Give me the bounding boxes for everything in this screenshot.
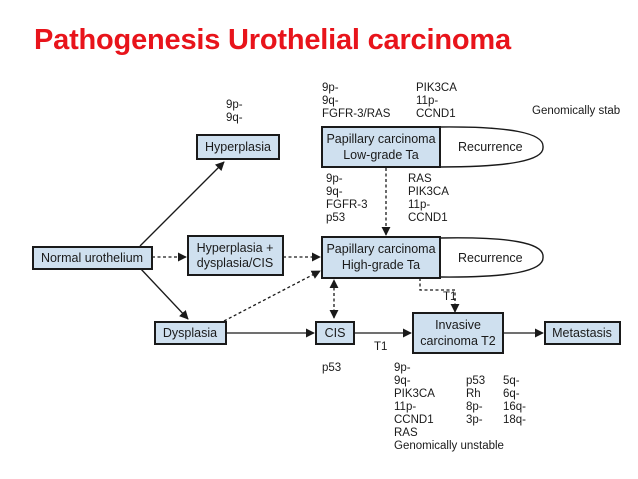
svg-text:9p-: 9p- [322, 82, 339, 94]
svg-text:PIK3CA: PIK3CA [394, 388, 435, 400]
svg-text:9q-: 9q- [322, 95, 339, 107]
svg-text:9q-: 9q- [326, 186, 343, 198]
svg-text:PIK3CA: PIK3CA [416, 82, 457, 94]
svg-text:CCND1: CCND1 [394, 414, 434, 426]
edge-label-t1-cis: T1 [374, 341, 387, 353]
annotation-low-grade-right: PIK3CA 11p- CCND1 [416, 82, 457, 120]
node-normal-urothelium: Normal urothelium [32, 246, 153, 270]
svg-text:High-grade Ta: High-grade Ta [342, 258, 420, 272]
page-title: Pathogenesis Urothelial carcinoma [34, 24, 511, 56]
svg-text:Dysplasia: Dysplasia [163, 326, 217, 340]
svg-text:3p-: 3p- [466, 414, 483, 426]
svg-text:Genomically unstable: Genomically unstable [394, 440, 504, 452]
annotation-hyperplasia: 9p- 9q- [226, 99, 243, 124]
annotation-genomically-stable: Genomically stab [532, 105, 620, 117]
svg-text:CIS: CIS [325, 326, 346, 340]
svg-text:Low-grade Ta: Low-grade Ta [343, 148, 419, 162]
edge-normal-hyperplasia [139, 161, 225, 247]
annotation-low-grade-left: 9p- 9q- FGFR-3/RAS [322, 82, 391, 120]
svg-text:RAS: RAS [408, 173, 432, 185]
annotation-high-grade-left: 9p- 9q- FGFR-3 p53 [326, 173, 368, 224]
edge-dysplasia-high [223, 270, 321, 322]
svg-text:11p-: 11p- [416, 95, 438, 107]
recurrence-high-oval [439, 237, 544, 278]
svg-text:9p-: 9p- [226, 99, 243, 111]
svg-text:carcinoma T2: carcinoma T2 [420, 334, 496, 348]
annotation-high-grade-right: RAS PIK3CA 11p- CCND1 [408, 173, 449, 224]
node-cis: CIS [315, 321, 355, 345]
annotation-cis: p53 [322, 362, 341, 374]
node-papillary-low-grade: Papillary carcinoma Low-grade Ta [321, 126, 441, 168]
recurrence-low-oval [439, 126, 544, 168]
node-papillary-high-grade: Papillary carcinoma High-grade Ta [321, 236, 441, 279]
svg-text:9q-: 9q- [394, 375, 411, 387]
svg-text:6q-: 6q- [503, 388, 520, 400]
edge-normal-dysplasia [139, 267, 189, 320]
edge-high-invasive [419, 278, 460, 313]
svg-text:PIK3CA: PIK3CA [408, 186, 449, 198]
node-hyperplasia-dysplasia: Hyperplasia + dysplasia/CIS [187, 235, 284, 276]
recurrence-high-label: Recurrence [458, 251, 523, 265]
svg-text:9p-: 9p- [394, 362, 411, 374]
svg-text:11p-: 11p- [394, 401, 416, 413]
svg-text:Papillary carcinoma: Papillary carcinoma [326, 132, 435, 146]
node-hyperplasia: Hyperplasia [196, 134, 280, 160]
svg-text:Normal urothelium: Normal urothelium [41, 251, 143, 265]
svg-text:Invasive: Invasive [435, 318, 481, 332]
svg-text:FGFR-3: FGFR-3 [326, 199, 368, 211]
svg-text:11p-: 11p- [408, 199, 430, 211]
svg-text:8p-: 8p- [466, 401, 483, 413]
svg-text:p53: p53 [326, 212, 345, 224]
svg-text:Hyperplasia: Hyperplasia [205, 140, 271, 154]
svg-text:dysplasia/CIS: dysplasia/CIS [197, 256, 273, 270]
svg-text:Metastasis: Metastasis [552, 326, 612, 340]
svg-text:16q-: 16q- [503, 401, 526, 413]
edge-label-t1-high: T1 [443, 291, 456, 303]
svg-text:Rh: Rh [466, 388, 481, 400]
node-metastasis: Metastasis [544, 321, 621, 345]
annotation-invasive-col3: 5q- 6q- 16q- 18q- [503, 375, 526, 426]
svg-text:FGFR-3/RAS: FGFR-3/RAS [322, 108, 391, 120]
node-dysplasia: Dysplasia [154, 321, 227, 345]
recurrence-low-label: Recurrence [458, 140, 523, 154]
svg-text:CCND1: CCND1 [408, 212, 448, 224]
svg-text:Hyperplasia +: Hyperplasia + [197, 241, 274, 255]
annotation-invasive-col2: p53 Rh 8p- 3p- [466, 375, 485, 426]
svg-text:p53: p53 [466, 375, 485, 387]
svg-text:Papillary carcinoma: Papillary carcinoma [326, 242, 435, 256]
svg-text:9p-: 9p- [326, 173, 343, 185]
node-invasive-carcinoma: Invasive carcinoma T2 [412, 312, 504, 354]
svg-text:5q-: 5q- [503, 375, 520, 387]
svg-text:18q-: 18q- [503, 414, 526, 426]
annotation-invasive-col1: 9p- 9q- PIK3CA 11p- CCND1 RAS Genomicall… [394, 362, 504, 452]
svg-text:9q-: 9q- [226, 112, 243, 124]
svg-text:CCND1: CCND1 [416, 108, 456, 120]
svg-text:RAS: RAS [394, 427, 418, 439]
